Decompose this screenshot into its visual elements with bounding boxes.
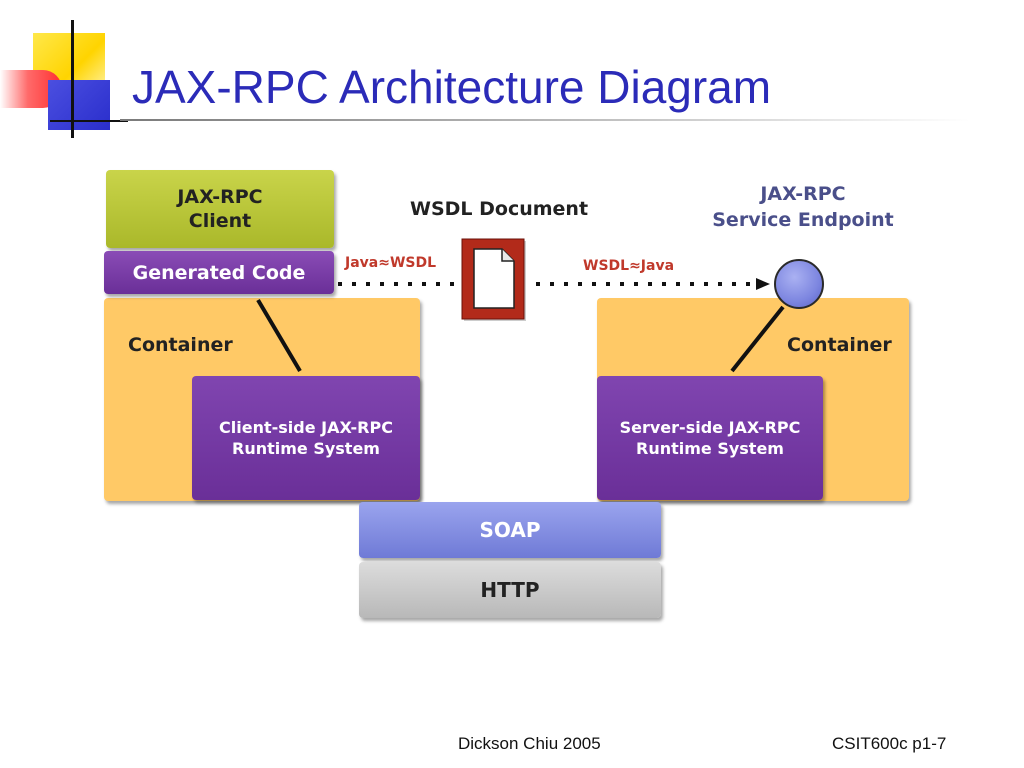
generated-code-label: Generated Code [132, 261, 306, 284]
title-underline [120, 119, 970, 121]
slide-title: JAX-RPC Architecture Diagram [132, 61, 772, 113]
footer-page: CSIT600c p1-7 [832, 734, 947, 753]
service-endpoint-label: JAX-RPC Service Endpoint [700, 181, 906, 233]
arrow-right-icon [756, 278, 770, 290]
server-connector-line [730, 305, 785, 373]
client-runtime-box: Client-side JAX-RPC Runtime System [192, 376, 420, 500]
soap-label: SOAP [479, 518, 541, 542]
endpoint-circle-icon [774, 259, 824, 309]
server-runtime-line2: Runtime System [636, 439, 784, 458]
http-label: HTTP [480, 578, 540, 602]
client-connector-line [256, 298, 302, 373]
client-runtime-line2: Runtime System [232, 439, 380, 458]
endpoint-label-line1: JAX-RPC [760, 183, 846, 205]
server-container-label: Container [787, 334, 892, 356]
jaxrpc-client-box: JAX-RPC Client [106, 170, 334, 248]
endpoint-label-line2: Service Endpoint [712, 209, 894, 231]
client-label-line1: JAX-RPC [177, 186, 263, 208]
soap-layer-box: SOAP [359, 502, 661, 558]
client-label-line2: Client [188, 210, 252, 232]
footer-author: Dickson Chiu 2005 [458, 734, 601, 753]
server-runtime-line1: Server-side JAX-RPC [619, 418, 801, 437]
http-layer-box: HTTP [359, 562, 661, 618]
server-runtime-box: Server-side JAX-RPC Runtime System [597, 376, 823, 500]
wsdl-to-java-label: WSDL≈Java [583, 258, 675, 274]
wsdl-document-label: WSDL Document [410, 198, 589, 220]
document-icon [461, 238, 526, 321]
decor-horizontal-line [50, 120, 128, 122]
client-runtime-line1: Client-side JAX-RPC [219, 418, 393, 437]
decor-vertical-line [71, 20, 74, 138]
java-to-wsdl-label: Java≈WSDL [345, 255, 437, 271]
generated-code-box: Generated Code [104, 251, 334, 294]
client-container-label: Container [128, 334, 233, 356]
